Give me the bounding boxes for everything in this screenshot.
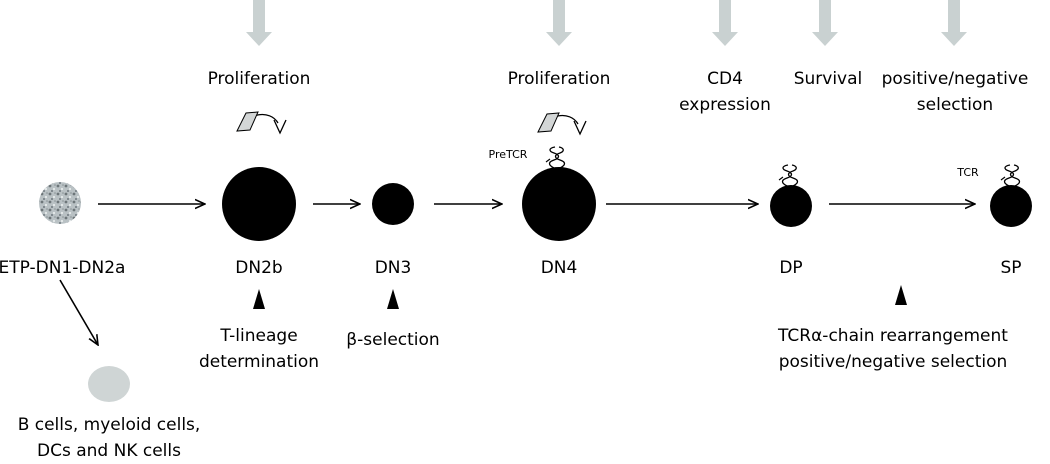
label-cd4-line2: expression (679, 95, 771, 115)
stage-label-dp: DP (779, 258, 802, 278)
proliferation-cycle-icon-2 (537, 112, 587, 136)
label-tcr: TCR (956, 166, 979, 179)
checkpoint-triangle-dn3 (387, 289, 399, 309)
checkpoint-label-beta-selection: β-selection (346, 330, 439, 350)
sp-tcr-receptor-icon (1000, 164, 1021, 187)
label-selection-line2: selection (917, 95, 993, 115)
cell-dn3 (372, 183, 414, 225)
pretcr-receptor-icon (545, 146, 566, 169)
signal-arrow-cd4 (712, 0, 738, 46)
alt-fates-line1: B cells, myeloid cells, (18, 415, 201, 435)
cell-alternative-fates (88, 366, 130, 402)
checkpoint-triangle-dn2b (253, 289, 265, 309)
stage-label-dn4: DN4 (541, 258, 578, 278)
signal-arrows (246, 0, 967, 46)
proliferation-cycle-icon-1 (236, 111, 287, 135)
label-survival: Survival (794, 69, 863, 89)
checkpoint-label-tcr-alpha-2: positive/negative selection (779, 352, 1008, 372)
stage-label-sp: SP (1000, 258, 1021, 278)
label-pretcr: PreTCR (489, 148, 528, 161)
stage-label-etp: ETP-DN1-DN2a (0, 258, 125, 278)
checkpoint-label-t-lineage-2: determination (199, 352, 319, 372)
label-proliferation-2: Proliferation (508, 69, 611, 89)
cell-dp (770, 185, 812, 227)
alt-fates-line2: DCs and NK cells (37, 441, 181, 461)
cell-dn4 (522, 167, 596, 241)
dp-tcr-receptor-icon (778, 164, 799, 187)
checkpoint-label-tcr-alpha-1: TCRα-chain rearrangement (777, 326, 1008, 346)
arrow-etp-to-alt-fates (59, 279, 98, 345)
signal-arrow-proliferation-1 (246, 0, 272, 46)
checkpoint-triangle-dp-sp (895, 285, 907, 305)
stage-label-dn3: DN3 (375, 258, 412, 278)
cell-sp (990, 185, 1032, 227)
cell-dn2b (222, 167, 296, 241)
label-cd4-line1: CD4 (707, 69, 743, 89)
signal-arrow-selection (941, 0, 967, 46)
label-selection-line1: positive/negative (882, 69, 1029, 89)
label-proliferation-1: Proliferation (208, 69, 311, 89)
checkpoint-markers (253, 285, 907, 309)
signal-arrow-survival (812, 0, 838, 46)
cell-etp-progenitor (39, 182, 81, 224)
lineage-arrows (59, 204, 975, 345)
stage-label-dn2b: DN2b (235, 258, 282, 278)
checkpoint-label-t-lineage-1: T-lineage (219, 326, 297, 346)
signal-arrow-proliferation-2 (546, 0, 572, 46)
